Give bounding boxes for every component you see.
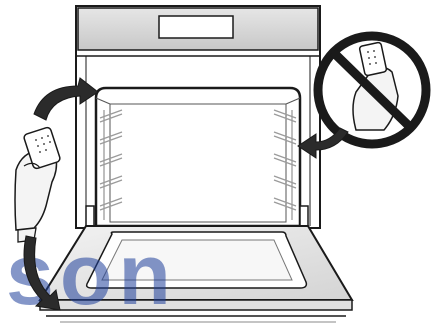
oven-cavity	[96, 88, 300, 226]
hand-holding-sponge-icon	[15, 127, 61, 242]
display-window	[159, 16, 233, 38]
prohibited-icon	[318, 36, 426, 144]
